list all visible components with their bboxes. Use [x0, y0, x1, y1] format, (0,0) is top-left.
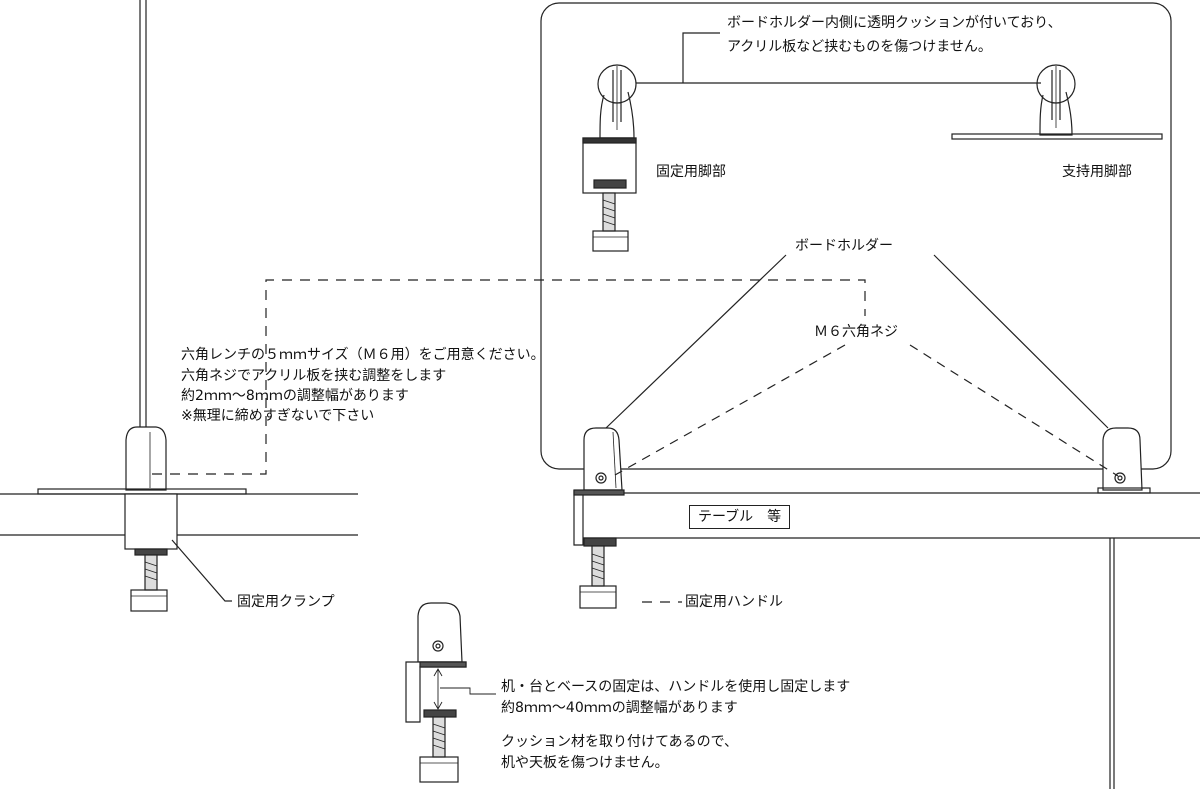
board-holder-label: ボードホルダー	[795, 238, 893, 254]
side-view-table	[0, 493, 358, 612]
bottom-clamp-detail	[405, 602, 496, 783]
base-note-line2: 約8ｍｍ～40ｍｍの調整幅があります	[501, 700, 738, 716]
wrench-dashed-frame	[152, 279, 866, 475]
base-note-line3: クッション材を取り付けてあるので、	[501, 734, 739, 750]
support-leg-label: 支持用脚部	[1062, 164, 1132, 180]
side-view-holder	[37, 426, 247, 495]
fixed-leg-detail	[582, 64, 637, 252]
support-leg-detail	[951, 64, 1163, 140]
side-view-board	[139, 0, 147, 490]
table	[573, 489, 1200, 789]
cushion-note-line2: アクリル板など挟むものを傷つけません。	[727, 39, 992, 55]
wrench-note-line1: 六角レンチの５ｍｍサイズ（Ｍ６用）をご用意ください。	[181, 347, 545, 363]
holder-leader-right	[933, 254, 1109, 429]
cushion-note-line1: ボードホルダー内側に透明クッションが付いており、	[727, 15, 1062, 31]
wrench-note-line2: 六角ネジでアクリル板を挟む調整をします	[181, 368, 447, 384]
table-label: テーブル 等	[689, 505, 791, 529]
m6-leader	[614, 344, 1119, 477]
fix-handle-label: 固定用ハンドル	[685, 594, 783, 610]
wrench-note-line4: ※無理に締めすぎないで下さい	[181, 408, 375, 424]
holder-leader-left	[605, 254, 787, 429]
fix-clamp-label: 固定用クランプ	[237, 594, 335, 610]
wrench-note-line3: 約2ｍｍ～8ｍｍの調整幅があります	[181, 388, 409, 404]
acrylic-board	[540, 2, 1172, 470]
clamp-leader	[171, 539, 232, 602]
right-board-holder	[1097, 427, 1151, 494]
base-note-line4: 机や天板を傷つけません。	[501, 755, 669, 771]
cushion-leader-line	[636, 32, 1041, 84]
fixed-leg-label: 固定用脚部	[656, 164, 726, 180]
base-note-line1: 机・台とベースの固定は、ハンドルを使用し固定します	[501, 679, 851, 695]
m6-screw-label: Ｍ６六角ネジ	[814, 324, 898, 340]
left-board-holder	[583, 427, 623, 491]
